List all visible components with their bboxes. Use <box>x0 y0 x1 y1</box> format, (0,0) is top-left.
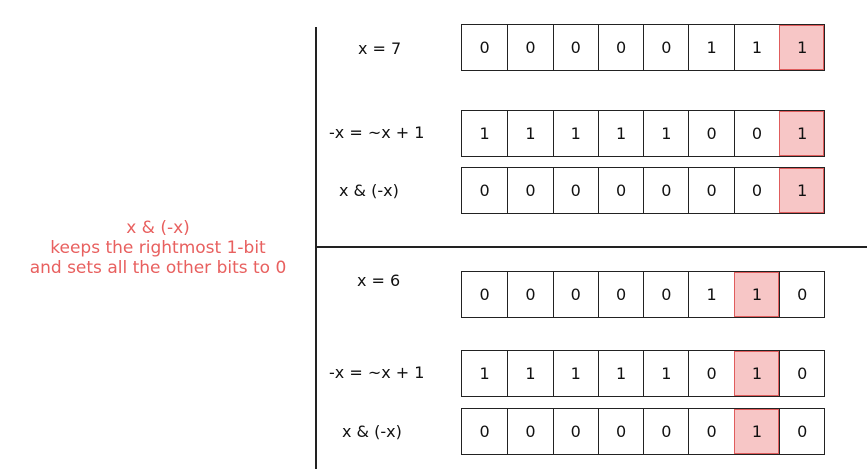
bit-cell: 0 <box>479 285 490 304</box>
bit-cell: 1 <box>643 111 688 156</box>
caption: x & (-x) keeps the rightmost 1-bit and s… <box>0 218 316 278</box>
row-label-x6: x = 6 <box>357 271 401 290</box>
row-label-and6: x & (-x) <box>342 422 402 441</box>
bit-cell: 1 <box>733 409 780 454</box>
bit-cell: 0 <box>552 168 598 213</box>
bit-cell: 1 <box>507 111 552 156</box>
bit-cell: 0 <box>479 38 490 57</box>
bit-cell: 1 <box>552 111 598 156</box>
bit-cell: 0 <box>552 272 598 317</box>
bit-cell: 0 <box>507 409 552 454</box>
vertical-divider <box>315 27 317 469</box>
bit-cell: 0 <box>597 25 643 70</box>
bit-cell: 0 <box>779 351 824 396</box>
bit-cell: 1 <box>779 111 825 156</box>
row-label-negx6: -x = ~x + 1 <box>329 363 425 382</box>
row-label-negx7: -x = ~x + 1 <box>329 123 425 142</box>
bit-cell: 0 <box>733 111 779 156</box>
bit-cell: 0 <box>688 351 733 396</box>
caption-line-2: keeps the rightmost 1-bit <box>50 238 266 258</box>
bit-cell: 0 <box>643 272 688 317</box>
bit-cell: 0 <box>643 168 688 213</box>
bit-cell: 0 <box>779 272 824 317</box>
horizontal-divider <box>315 246 867 248</box>
bit-cell: 1 <box>479 124 490 143</box>
caption-line-3: and sets all the other bits to 0 <box>29 258 287 278</box>
bit-cell: 0 <box>552 409 598 454</box>
bit-cell: 1 <box>733 272 780 317</box>
bit-cell: 0 <box>688 168 733 213</box>
bit-cell: 0 <box>733 168 779 213</box>
bit-cell: 1 <box>733 25 779 70</box>
bit-cell: 1 <box>552 351 598 396</box>
bit-cell: 0 <box>507 272 552 317</box>
bit-cell: 0 <box>688 111 733 156</box>
row-label-and7: x & (-x) <box>339 181 399 200</box>
bit-cell: 0 <box>688 409 733 454</box>
bit-cell: 0 <box>507 168 552 213</box>
caption-line-1: x & (-x) <box>126 218 190 238</box>
bit-cell: 1 <box>779 168 825 213</box>
bit-cell: 0 <box>597 409 643 454</box>
bit-cell: 1 <box>597 351 643 396</box>
bit-cell: 0 <box>479 181 490 200</box>
bit-cell: 0 <box>507 25 552 70</box>
bit-cell: 0 <box>552 25 598 70</box>
bit-cell: 0 <box>643 409 688 454</box>
bit-cell: 1 <box>479 364 490 383</box>
bit-cell: 1 <box>597 111 643 156</box>
bit-cell: 1 <box>643 351 688 396</box>
bit-cell: 0 <box>597 168 643 213</box>
bit-cell: 1 <box>688 25 733 70</box>
row-label-x7: x = 7 <box>358 39 402 58</box>
bit-cell: 0 <box>643 25 688 70</box>
bit-cell: 1 <box>733 351 780 396</box>
bit-cell: 0 <box>479 422 490 441</box>
bit-cell: 1 <box>507 351 552 396</box>
bit-cell: 0 <box>597 272 643 317</box>
bit-cell: 1 <box>688 272 733 317</box>
bit-cell: 1 <box>779 25 825 70</box>
bit-cell: 0 <box>779 409 824 454</box>
